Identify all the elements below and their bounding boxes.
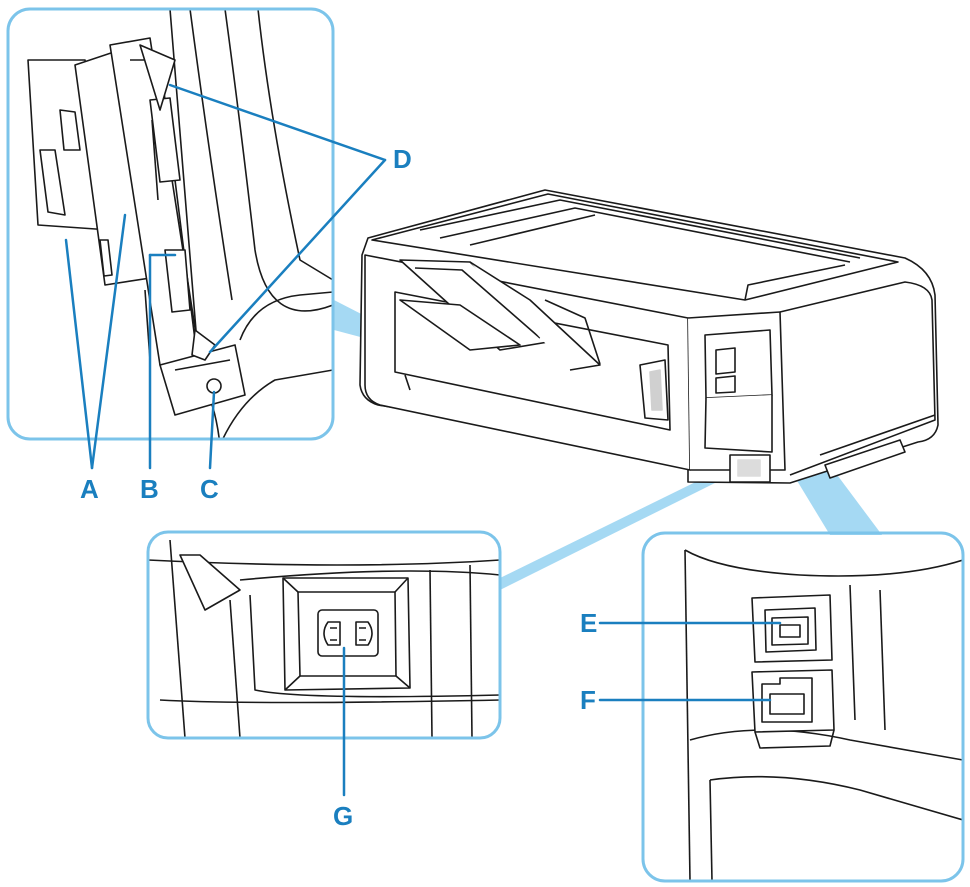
label-b: B <box>140 474 159 504</box>
zoom-frame-rear-tray <box>6 7 335 441</box>
beam-power <box>500 470 725 590</box>
callout-line-a-2 <box>90 213 127 470</box>
label-e: E <box>580 608 597 638</box>
zoom-frame-power-connector <box>146 530 502 740</box>
callout-line-c <box>208 390 216 470</box>
label-g: G <box>333 801 353 831</box>
callout-line-d-2 <box>208 158 387 354</box>
label-a: A <box>80 474 99 504</box>
printer-body <box>359 189 939 484</box>
callout-line-d-1 <box>168 83 387 162</box>
callout-lines <box>64 83 782 797</box>
callout-line-a-1 <box>64 238 94 470</box>
label-d: D <box>393 144 412 174</box>
zoom-rear-tray <box>6 7 335 441</box>
callout-labels: A B C D E F G <box>80 144 597 831</box>
label-c: C <box>200 474 219 504</box>
zoom-frame-ports <box>641 531 965 883</box>
label-f: F <box>580 685 596 715</box>
zoom-ports <box>641 531 965 883</box>
zoom-power-connector <box>146 530 502 740</box>
